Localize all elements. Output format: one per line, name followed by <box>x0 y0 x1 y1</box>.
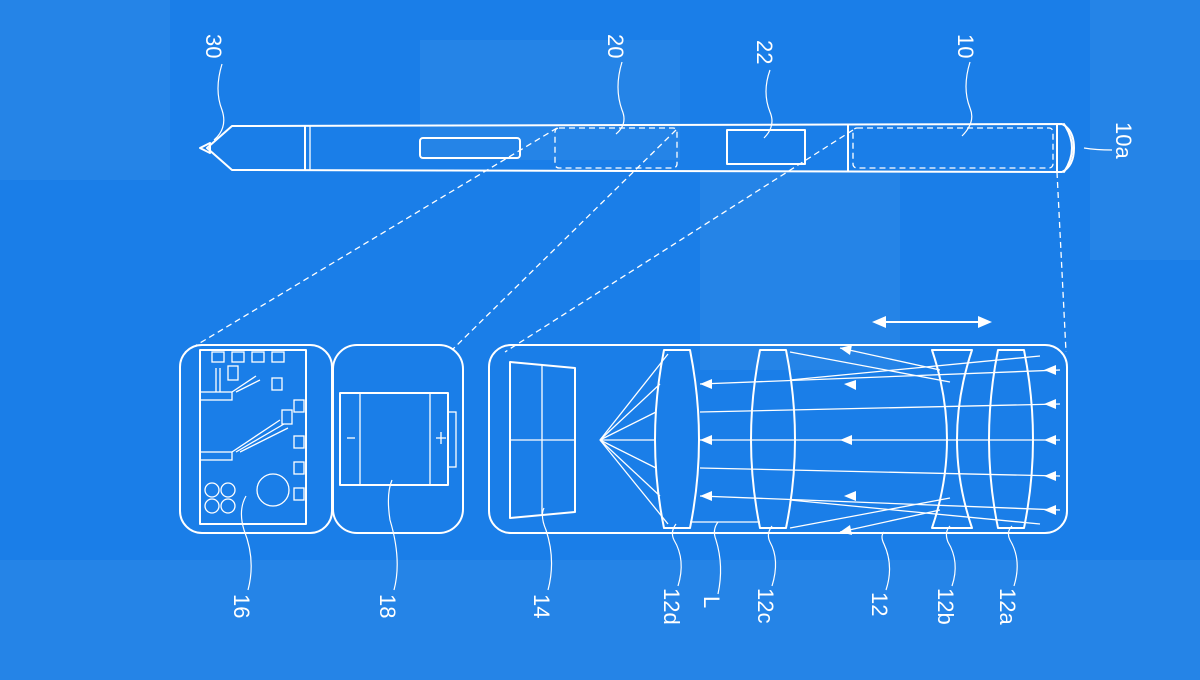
reference-numerals: 30 20 22 10 10a 16 18 14 12d L 12c 12 12… <box>201 34 1136 625</box>
label-12c: 12c <box>753 588 778 623</box>
label-18: 18 <box>375 594 400 618</box>
zoom-motion-arrow <box>872 316 992 328</box>
image-sensor <box>509 361 576 519</box>
battery-module <box>332 344 464 534</box>
label-30: 30 <box>201 34 226 58</box>
leader-lines <box>213 61 1113 595</box>
pen-tip <box>199 142 211 154</box>
label-L: L <box>699 596 724 608</box>
light-rays <box>599 347 1061 533</box>
camera-slot <box>852 127 1054 169</box>
pen-cap <box>1063 123 1073 173</box>
lens-12b <box>931 349 973 529</box>
label-20: 20 <box>603 34 628 58</box>
lens-12a <box>988 349 1034 529</box>
ray-arrowheads <box>700 345 1056 535</box>
label-12b: 12b <box>933 588 958 625</box>
label-12a: 12a <box>995 588 1020 625</box>
label-14: 14 <box>529 594 554 618</box>
label-10a: 10a <box>1111 122 1136 159</box>
label-16: 16 <box>229 594 254 618</box>
label-10: 10 <box>953 34 978 58</box>
projection-lines <box>184 127 1067 353</box>
label-22: 22 <box>752 40 777 64</box>
circuit-board-module <box>179 344 333 534</box>
battery-slot <box>554 127 678 169</box>
side-button <box>726 129 806 165</box>
pen-body <box>199 123 1075 173</box>
camera-module <box>488 344 1068 535</box>
lens-12d <box>654 349 700 529</box>
label-12: 12 <box>867 592 892 616</box>
label-12d: 12d <box>659 588 684 625</box>
pen-window <box>419 137 521 159</box>
lens-12c <box>750 349 796 529</box>
